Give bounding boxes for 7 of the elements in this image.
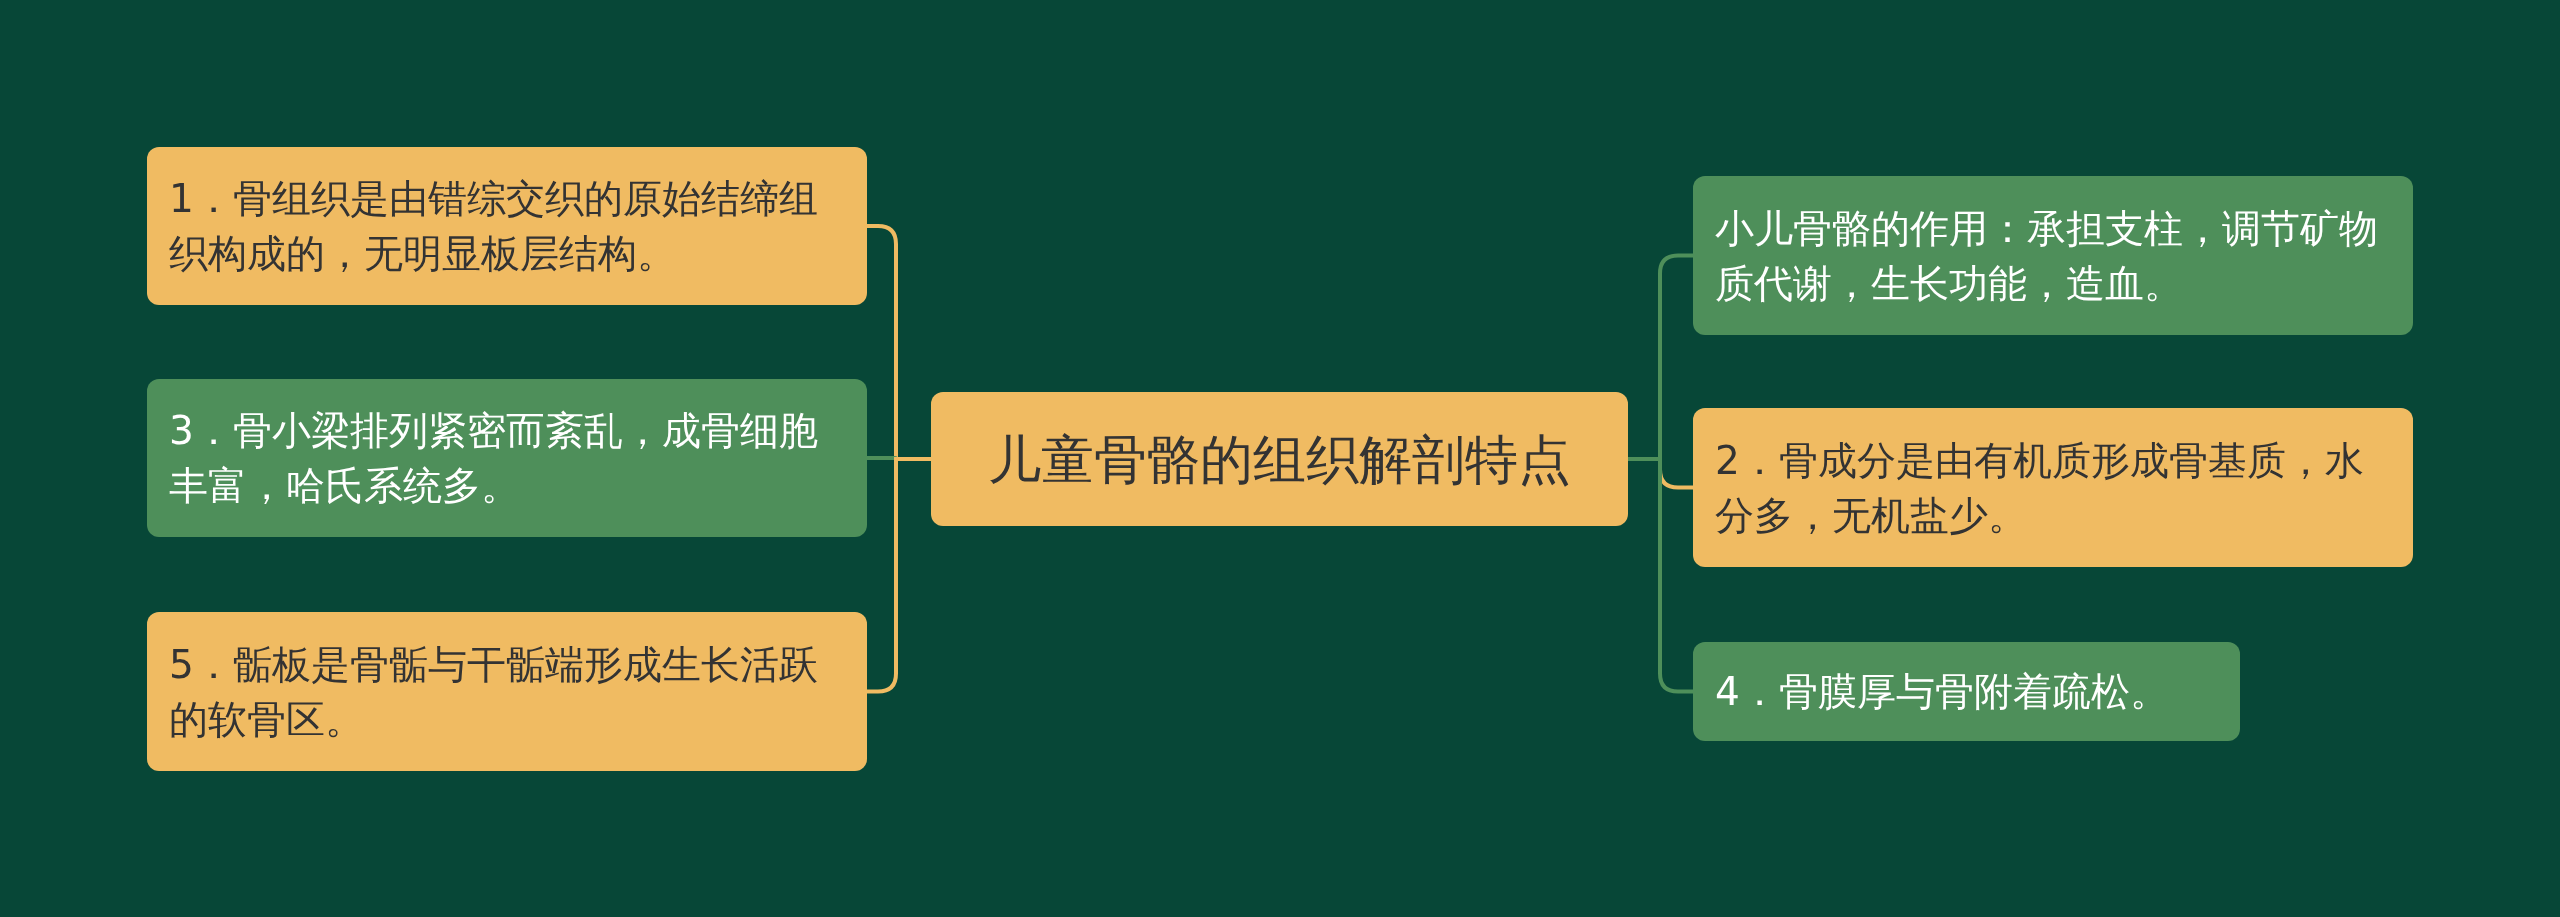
topic-box: 2．骨成分是由有机质形成骨基质，水分多，无机盐少。 [1693, 408, 2413, 567]
topic-box: 3．骨小梁排列紧密而紊乱，成骨细胞丰富，哈氏系统多。 [147, 379, 867, 537]
topic-box: 4．骨膜厚与骨附着疏松。 [1693, 642, 2240, 741]
topic-box: 小儿骨骼的作用：承担支柱，调节矿物质代谢，生长功能，造血。 [1693, 176, 2413, 335]
topic-box: 1．骨组织是由错综交织的原始结缔组织构成的，无明显板层结构。 [147, 147, 867, 305]
central-topic-box: 儿童骨骼的组织解剖特点 [931, 392, 1628, 526]
topic-box: 5．骺板是骨骺与干骺端形成生长活跃的软骨区。 [147, 612, 867, 771]
